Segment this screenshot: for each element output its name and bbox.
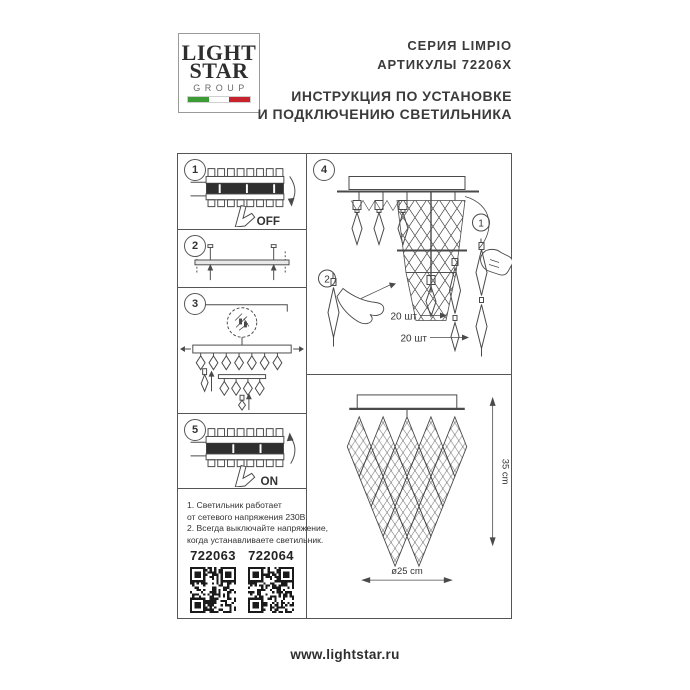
doc-title-line1: ИНСТРУКЦИЯ ПО УСТАНОВКЕ — [291, 88, 512, 104]
flag-red — [229, 97, 251, 102]
doc-title: ИНСТРУКЦИЯ ПО УСТАНОВКЕ И ПОДКЛЮЧЕНИЮ СВ… — [258, 87, 512, 123]
article-left: 722063 — [190, 548, 236, 563]
instruction-grid: 1 OFF — [177, 153, 512, 619]
lightstar-logo: LIGHT STAR GROUP — [178, 33, 260, 113]
articles-label: АРТИКУЛЫ 72206X — [377, 57, 512, 72]
safety-notes: 1. Светильник работает от сетевого напря… — [187, 500, 328, 546]
crystal-strand-assembly-diagram: 1 2 20 шт 20 шт — [318, 176, 512, 357]
qty-top-label: 20 шт — [390, 312, 417, 323]
logo-word-star: STAR — [189, 58, 249, 83]
logo-word-light: LIGHT — [181, 40, 257, 65]
step-1-panel: 1 OFF — [178, 154, 306, 230]
note-line: 1. Светильник работает — [187, 500, 282, 510]
flag-green — [188, 97, 209, 102]
qr-code-722064 — [248, 567, 294, 613]
qr-row — [178, 567, 306, 613]
doc-title-line2: И ПОДКЛЮЧЕНИЮ СВЕТИЛЬНИКА — [257, 106, 512, 122]
italian-flag-icon — [187, 96, 251, 103]
step-2-panel: 2 — [178, 230, 306, 288]
pointing-hand-icon — [234, 465, 256, 487]
mounting-bar-diagram — [194, 244, 290, 281]
qty-bottom-label: 20 шт — [400, 334, 427, 345]
flag-white — [208, 97, 230, 102]
note-line: 2. Всегда выключайте напряжение, — [187, 523, 328, 534]
article-numbers: 722063 722064 — [178, 548, 306, 563]
article-right: 722064 — [248, 548, 294, 563]
header-text: СЕРИЯ LIMPIO АРТИКУЛЫ 72206X ИНСТРУКЦИЯ … — [258, 36, 512, 123]
note-line: когда устанавливаете светильник. — [187, 534, 324, 545]
step-4-number: 4 — [313, 159, 335, 181]
step-2-number: 2 — [184, 235, 206, 257]
pointing-hand-icon — [234, 205, 256, 227]
info-panel: 1. Светильник работает от сетевого напря… — [178, 489, 328, 618]
height-dimension-label: 35 cm — [500, 459, 511, 485]
off-label: OFF — [257, 215, 280, 227]
qr-code-722063 — [190, 567, 236, 613]
note-line: от сетевого напряжения 230В. — [187, 511, 308, 522]
on-label: ON — [261, 475, 278, 487]
step-4-panel: 4 — [307, 154, 512, 375]
step-5-number: 5 — [184, 419, 206, 441]
step-3-number: 3 — [184, 293, 206, 315]
series-label: СЕРИЯ LIMPIO — [407, 38, 512, 53]
step-3-panel: 3 — [178, 288, 306, 414]
step-5-panel: 5 ON — [178, 414, 306, 489]
callout-1-label: 1 — [478, 219, 484, 230]
left-column: 1 OFF — [178, 154, 328, 618]
grabbing-hand-icon — [336, 287, 385, 325]
grabbing-hand-icon — [480, 248, 512, 276]
dimensions-panel: 35 cm ø25 cm — [307, 375, 511, 618]
logo-word-group: GROUP — [193, 83, 249, 93]
step-1-number: 1 — [184, 159, 206, 181]
breaker-off-diagram: OFF — [190, 168, 296, 227]
canopy-wiring-diagram — [180, 304, 304, 411]
right-column: 4 — [307, 154, 512, 618]
breaker-on-diagram: ON — [190, 428, 296, 487]
wire-magnifier-icon — [226, 307, 258, 338]
finished-chandelier-diagram: 35 cm ø25 cm — [346, 394, 511, 584]
website-url: www.lightstar.ru — [290, 647, 400, 662]
diameter-dimension-label: ø25 cm — [391, 566, 423, 577]
callout-2-label: 2 — [324, 275, 330, 286]
callout-1-circle — [472, 213, 490, 232]
